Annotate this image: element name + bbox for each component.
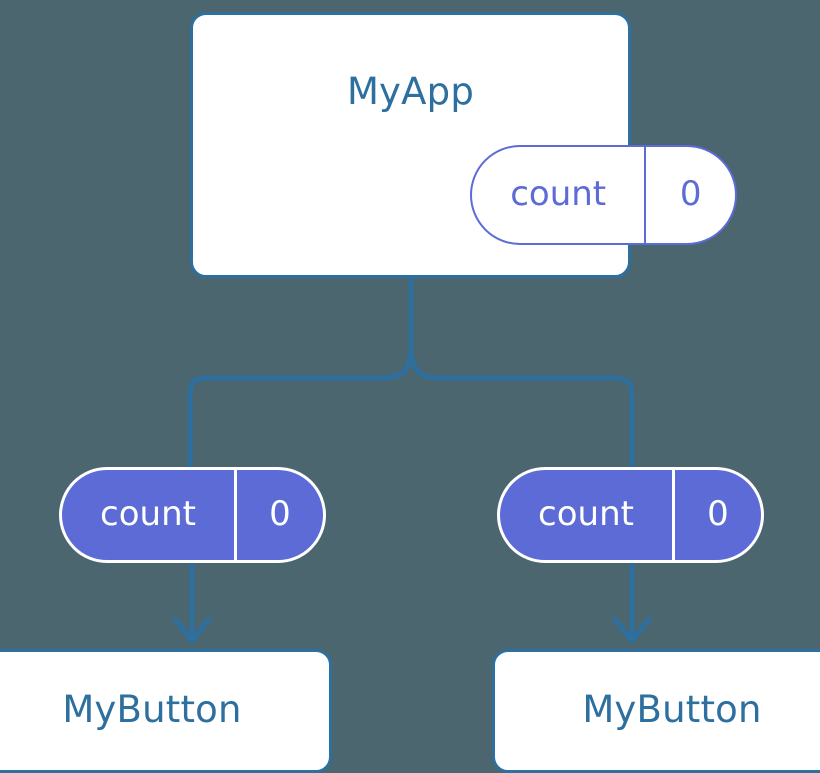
component-node-mybutton-left[interactable]: MyButton <box>0 649 332 773</box>
arrow-head-left <box>172 616 212 644</box>
component-title-mybutton-right: MyButton <box>582 687 762 731</box>
state-pill-branch-right[interactable]: count 0 <box>497 467 764 563</box>
arrow-head-right <box>612 616 652 644</box>
state-value-branch-left: 0 <box>234 470 323 560</box>
state-pill-branch-left[interactable]: count 0 <box>59 467 326 563</box>
state-value-branch-right: 0 <box>672 470 761 560</box>
state-key-root: count <box>510 173 607 214</box>
component-node-mybutton-right[interactable]: MyButton <box>492 649 820 773</box>
state-value-root: 0 <box>644 147 735 243</box>
branch-line-right <box>408 342 635 471</box>
state-pill-root[interactable]: count 0 <box>470 145 737 245</box>
branch-line-left <box>187 342 414 471</box>
component-title-myapp: MyApp <box>346 70 475 113</box>
state-key-branch-left: count <box>100 493 196 534</box>
component-node-myapp[interactable]: MyApp count 0 <box>190 12 737 278</box>
state-key-branch-right: count <box>538 493 634 534</box>
component-title-mybutton-left: MyButton <box>62 687 242 731</box>
